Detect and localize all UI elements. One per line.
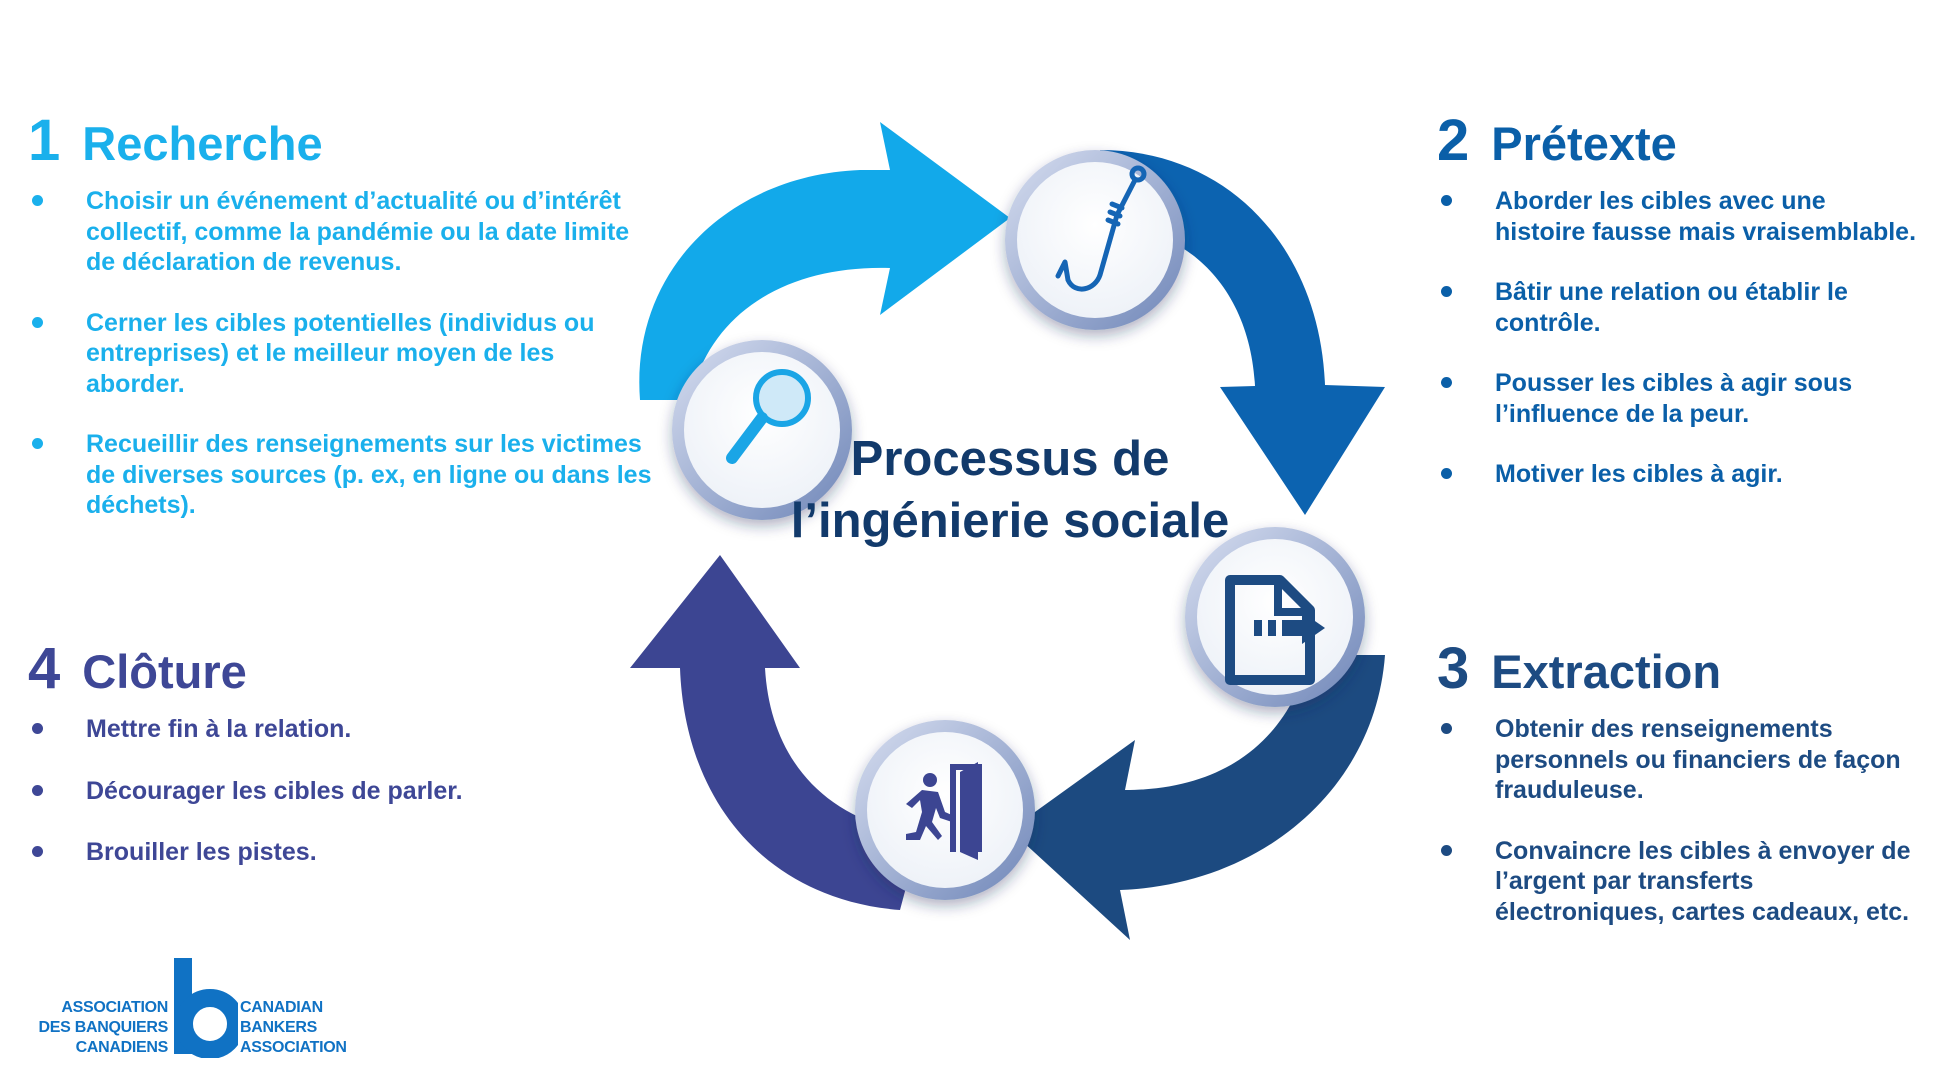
- section-pretexte-heading: 2 Prétexte: [1437, 112, 1917, 170]
- list-item: Bâtir une relation ou établir le contrôl…: [1437, 277, 1917, 338]
- arrow-recherche: [639, 122, 1010, 400]
- section-extraction-heading: 3 Extraction: [1437, 640, 1927, 698]
- fishhook-icon: [1055, 165, 1147, 292]
- step-title: Clôture: [82, 645, 247, 698]
- logo-text-fr: ASSOCIATION DES BANQUIERS CANADIENS: [38, 999, 169, 1056]
- step-number: 2: [1437, 108, 1470, 173]
- bullet-list: Mettre fin à la relation. Décourager les…: [28, 714, 588, 868]
- section-recherche: 1 Recherche Choisir un événement d’actua…: [28, 112, 653, 551]
- bullet-list: Obtenir des renseignements personnels ou…: [1437, 714, 1927, 927]
- list-item: Brouiller les pistes.: [28, 837, 588, 868]
- badge-pretexte: [1005, 150, 1185, 330]
- list-item: Recueillir des renseignements sur les vi…: [28, 429, 653, 521]
- list-item: Motiver les cibles à agir.: [1437, 459, 1917, 490]
- step-number: 3: [1437, 636, 1470, 701]
- step-number: 1: [28, 108, 61, 173]
- section-extraction: 3 Extraction Obtenir des renseignements …: [1437, 640, 1927, 957]
- badge-cloture: [855, 720, 1035, 900]
- file-export-icon: [1225, 575, 1325, 685]
- logo-text-en: CANADIAN BANKERS ASSOCIATION: [240, 999, 347, 1056]
- bullet-list: Choisir un événement d’actualité ou d’in…: [28, 186, 653, 521]
- list-item: Aborder les cibles avec une histoire fau…: [1437, 186, 1917, 247]
- cba-logo: ASSOCIATION DES BANQUIERS CANADIENS CANA…: [28, 958, 408, 1058]
- bullet-list: Aborder les cibles avec une histoire fau…: [1437, 186, 1917, 490]
- section-cloture-heading: 4 Clôture: [28, 640, 588, 698]
- list-item: Mettre fin à la relation.: [28, 714, 588, 745]
- list-item: Convaincre les cibles à envoyer de l’arg…: [1437, 836, 1927, 928]
- list-item: Choisir un événement d’actualité ou d’in…: [28, 186, 653, 278]
- section-recherche-heading: 1 Recherche: [28, 112, 653, 170]
- step-number: 4: [28, 636, 61, 701]
- arrow-extraction: [1010, 655, 1385, 940]
- list-item: Obtenir des renseignements personnels ou…: [1437, 714, 1927, 806]
- list-item: Décourager les cibles de parler.: [28, 776, 588, 807]
- arrow-cloture: [630, 555, 920, 910]
- exit-door-icon: [906, 762, 982, 860]
- magnifier-icon: [726, 369, 811, 464]
- list-item: Pousser les cibles à agir sous l’influen…: [1437, 368, 1917, 429]
- step-title: Recherche: [82, 117, 323, 170]
- step-title: Extraction: [1491, 645, 1722, 698]
- logo-b-mark: [174, 958, 238, 1058]
- section-pretexte: 2 Prétexte Aborder les cibles avec une h…: [1437, 112, 1917, 520]
- step-title: Prétexte: [1491, 117, 1677, 170]
- diagram-title: Processus de l’ingénierie sociale: [790, 432, 1230, 548]
- cycle-diagram: [630, 122, 1385, 940]
- section-cloture: 4 Clôture Mettre fin à la relation. Déco…: [28, 640, 588, 899]
- list-item: Cerner les cibles potentielles (individu…: [28, 308, 653, 400]
